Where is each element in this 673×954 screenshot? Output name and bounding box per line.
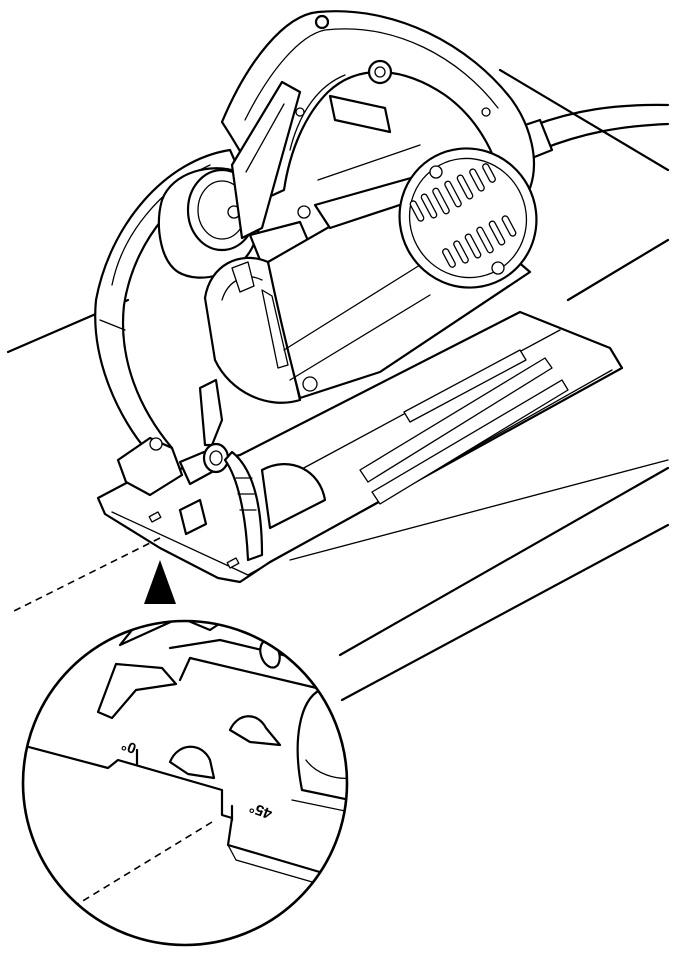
- front-knob: [157, 167, 262, 279]
- bevel-adjust-mechanism: [116, 378, 264, 562]
- motor-end-cap: [398, 147, 538, 289]
- magnified-detail: 0° 45°: [21, 619, 349, 947]
- workpiece-board: [6, 68, 670, 702]
- zero-degree-marking: 0°: [119, 736, 138, 757]
- cut-line-detail: [67, 821, 213, 911]
- vent-slots-lower: [442, 215, 517, 268]
- base-plate: [96, 310, 624, 584]
- vent-slots-upper: [409, 163, 496, 222]
- detail-circle-border: [21, 619, 349, 947]
- pointer-arrow: [144, 560, 176, 604]
- blade-housing: [203, 256, 302, 404]
- saw-handle: [220, 10, 536, 202]
- cut-line-upper: [11, 537, 161, 613]
- forty-five-degree-marking: 45°: [247, 798, 274, 822]
